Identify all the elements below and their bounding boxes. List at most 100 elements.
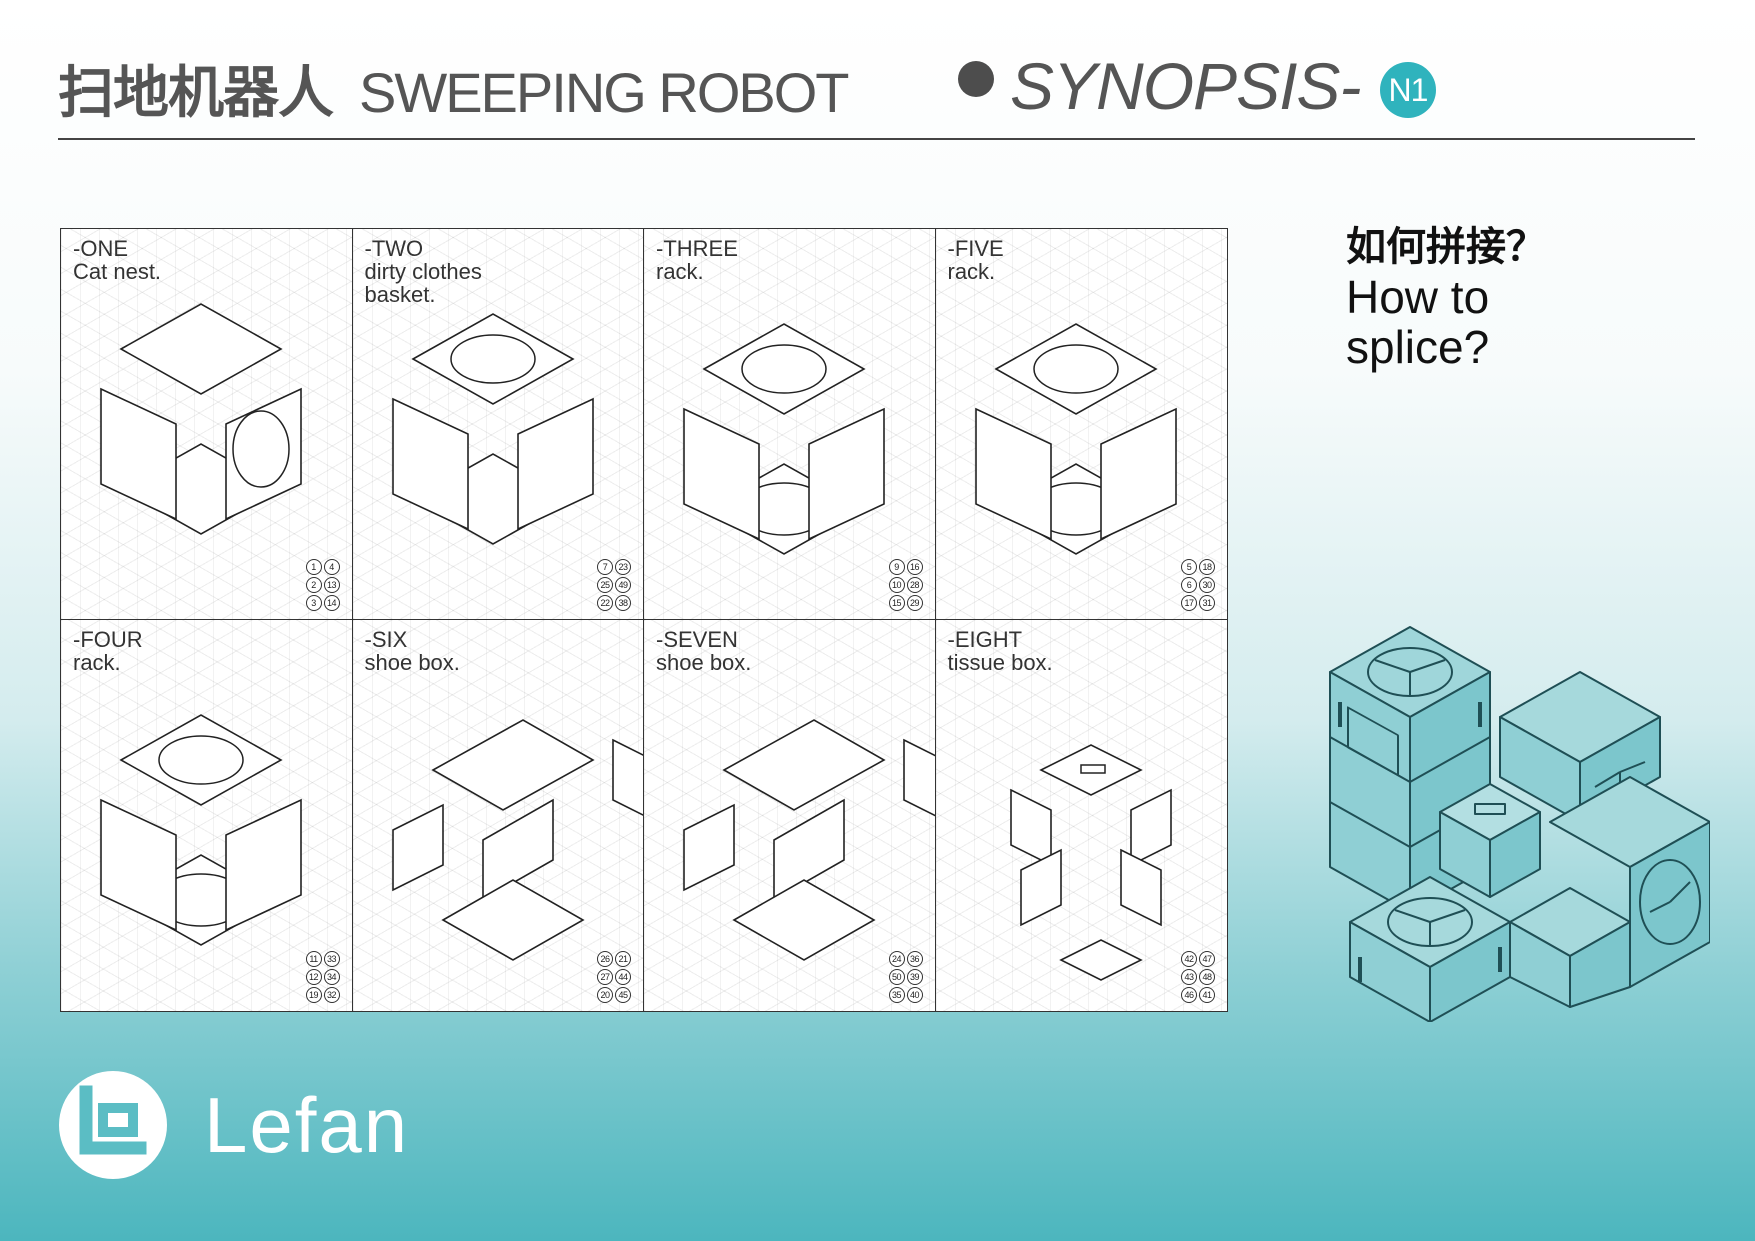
part-number-badge: 38 xyxy=(615,595,631,611)
tissue-slot xyxy=(1079,764,1106,774)
page-number-badge: N1 xyxy=(1380,62,1436,118)
variant-code: -ONE xyxy=(73,236,128,261)
part-number-badge: 23 xyxy=(615,559,631,575)
part-number-badge: 34 xyxy=(323,969,340,985)
part-number-badge: 40 xyxy=(906,987,923,1003)
part-number-badge: 47 xyxy=(1199,951,1215,967)
exploded-assembly-drawing xyxy=(683,323,885,555)
right-side-panel xyxy=(903,738,935,817)
lefan-logo-icon xyxy=(59,1071,167,1179)
top-panel xyxy=(702,323,866,415)
variant-description: Cat nest. xyxy=(73,259,162,284)
part-number-badge: 14 xyxy=(323,595,340,611)
part-number-badge: 11 xyxy=(305,951,322,967)
part-number-badge: 32 xyxy=(323,987,340,1003)
part-number-badge: 31 xyxy=(1199,595,1215,611)
howto-chinese: 如何拼接？ xyxy=(1346,224,1546,270)
variant-description: shoe box. xyxy=(656,650,752,675)
variant-code: -TWO xyxy=(364,236,424,261)
part-number-badge: 12 xyxy=(305,969,322,985)
left-wall xyxy=(100,798,177,932)
part-number-badge: 29 xyxy=(906,595,923,611)
top-hole xyxy=(741,344,827,394)
left-wall xyxy=(100,387,177,521)
bullet-dot-icon xyxy=(958,61,994,97)
exploded-assembly-drawing xyxy=(100,303,302,535)
part-number-badge: 46 xyxy=(1181,987,1197,1003)
variant-code: -EIGHT xyxy=(947,627,1023,652)
side-hole xyxy=(232,410,290,488)
title-english: SWEEPING ROBOT xyxy=(359,61,849,124)
assembled-modules-illustration xyxy=(1329,626,1710,1022)
part-number-badge: 6 xyxy=(1181,577,1197,593)
part-number-badge: 20 xyxy=(597,987,613,1003)
part-number-badge: 7 xyxy=(597,559,613,575)
part-number-badge: 43 xyxy=(1181,969,1197,985)
synopsis-heading: SYNOPSIS- xyxy=(958,48,1361,124)
brand-wordmark: Lefan xyxy=(204,1080,410,1169)
top-hole xyxy=(158,735,244,785)
tissue-front-left-panel xyxy=(1019,848,1062,927)
part-number-badge: 49 xyxy=(615,577,631,593)
part-number-badge: 50 xyxy=(888,969,905,985)
right-wall xyxy=(516,397,594,531)
variant-description: tissue box. xyxy=(947,650,1053,675)
tissue-left-panel xyxy=(1009,788,1052,867)
variant-description: dirty clothes xyxy=(364,259,482,284)
left-side-panel xyxy=(683,803,735,892)
variant-code: -SEVEN xyxy=(656,627,738,652)
right-wall xyxy=(1099,407,1177,541)
part-number-badge: 15 xyxy=(888,595,905,611)
tissue-right-panel xyxy=(1129,788,1172,867)
tissue-front-right-panel xyxy=(1119,848,1162,927)
variant-description: rack. xyxy=(947,259,996,284)
part-number-badge: 41 xyxy=(1199,987,1215,1003)
left-wall xyxy=(974,407,1052,541)
part-number-badge: 39 xyxy=(906,969,923,985)
top-hole xyxy=(449,334,536,384)
part-number-badge: 1 xyxy=(305,559,322,575)
top-shelf-panel xyxy=(722,719,886,811)
tissue-bottom-panel xyxy=(1058,939,1143,981)
middle-divider xyxy=(481,798,554,902)
top-panel xyxy=(119,714,283,806)
part-number-badge: 42 xyxy=(1181,951,1197,967)
part-number-badge: 26 xyxy=(597,951,613,967)
part-number-badge: 44 xyxy=(615,969,631,985)
exploded-assembly-drawing xyxy=(100,714,302,946)
how-to-splice: 如何拼接？ How to splice? xyxy=(1346,222,1546,372)
right-wall xyxy=(225,798,302,932)
part-number-badge: 9 xyxy=(888,559,905,575)
exploded-assembly-drawing xyxy=(391,719,644,961)
part-number-badge: 48 xyxy=(1199,969,1215,985)
part-number-badge: 5 xyxy=(1181,559,1197,575)
tissue-top-panel xyxy=(1038,744,1143,796)
part-number-badge: 22 xyxy=(597,595,613,611)
bottom-shelf-panel xyxy=(732,879,876,961)
right-side-panel xyxy=(611,738,644,817)
brand-logo: Lefan xyxy=(58,1070,409,1180)
part-number-badge: 45 xyxy=(615,987,631,1003)
howto-english-line1: How to xyxy=(1346,271,1490,323)
exploded-assembly-drawing xyxy=(1009,744,1172,981)
part-number-badge: 10 xyxy=(888,577,905,593)
exploded-assembly-drawing xyxy=(391,313,594,545)
part-number-badge: 36 xyxy=(906,951,923,967)
